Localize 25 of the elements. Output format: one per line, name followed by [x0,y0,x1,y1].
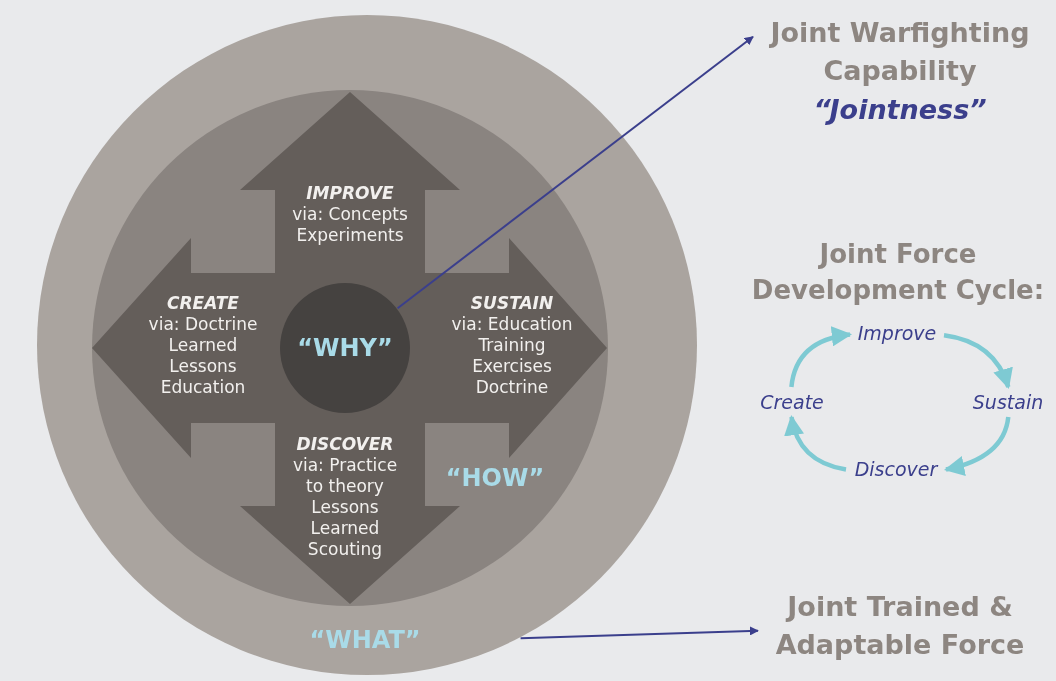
heading-text: DISCOVER [295,434,395,455]
circle-label: “HOW” [445,464,545,492]
body-text: via: Concepts Experiments [291,203,409,246]
arrow [396,35,754,310]
subheading-text: “Jointness” [812,93,988,127]
cycle-step-label: Create [750,389,834,415]
body-text: via: Doctrine Learned Lessons Education [147,313,259,398]
cycle-step-label: Discover [848,456,944,482]
circle-label: “WHAT” [309,626,421,654]
arrow [944,416,1011,476]
arrow [943,333,1012,389]
arrow [789,327,852,388]
circle-label: “WHY” [297,334,393,362]
heading-text: Joint Trained & Adaptable Force [774,590,1026,662]
body-text: via: Education Training Exercises Doctrine [450,313,574,398]
heading-text: CREATE [166,292,240,314]
body-text: via: Practice to theory Lessons Learned Scouting [291,455,399,560]
heading-text: IMPROVE [305,182,395,204]
cycle-step-label: Sustain [963,389,1053,415]
heading-text: Joint Warfighting Capability [768,16,1031,88]
arrow [519,626,759,640]
cycle-step-label: Improve [852,320,942,346]
heading-text: SUSTAIN [469,292,555,314]
arrow [784,415,847,472]
heading-text: Joint Force Development Cycle: [750,238,1046,307]
